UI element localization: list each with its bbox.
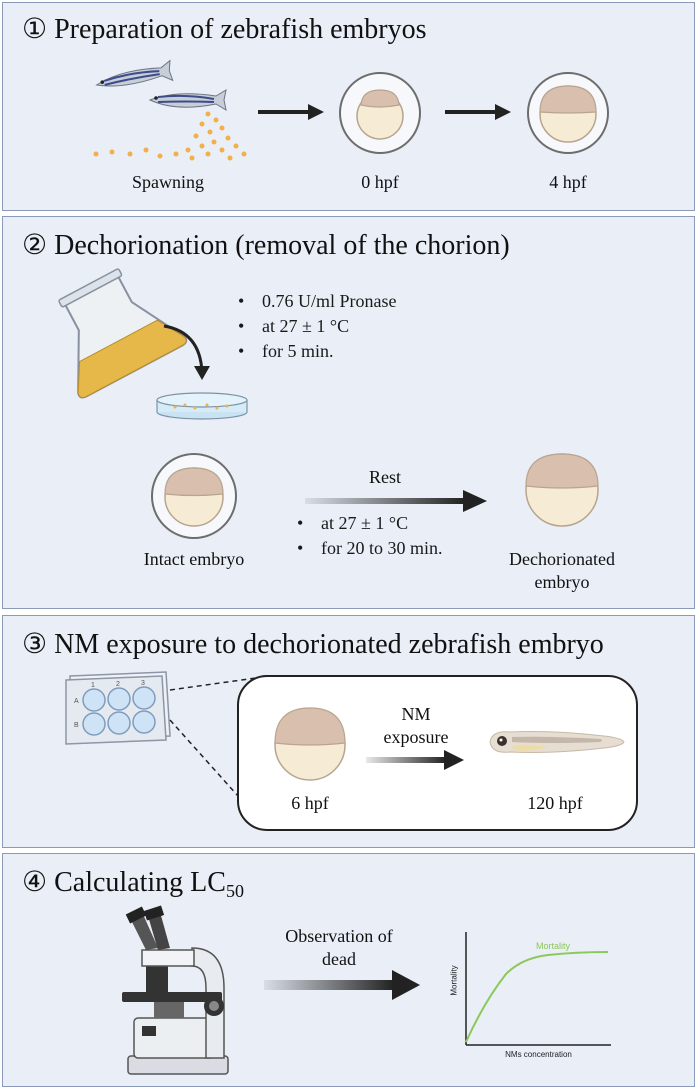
dechorionated-embryo-icon bbox=[525, 453, 599, 527]
panel-1-title: ① Preparation of zebrafish embryos bbox=[22, 14, 427, 45]
plate-col-3: 3 bbox=[141, 680, 145, 687]
condition-item: 0.76 U/ml Pronase bbox=[238, 289, 397, 314]
plate-col-2: 2 bbox=[116, 681, 120, 688]
dechorionated-label-line1: Dechorionated bbox=[509, 549, 615, 569]
panel-2-title: ② Dechorionation (removal of the chorion… bbox=[22, 230, 510, 261]
observation-arrow-icon bbox=[264, 970, 420, 1000]
graph-x-axis-label: NMs concentration bbox=[505, 1050, 572, 1059]
plate-row-a: A bbox=[74, 698, 79, 705]
spawned-eggs bbox=[93, 111, 247, 161]
120hpf-label: 120 hpf bbox=[527, 793, 583, 813]
plate-col-1: 1 bbox=[91, 682, 95, 689]
observation-label-line2: dead bbox=[322, 949, 356, 969]
condition-item: at 27 ± 1 °C bbox=[297, 511, 443, 536]
dechorionated-label-line2: embryo bbox=[534, 572, 590, 592]
embryo-6hpf-icon bbox=[274, 707, 346, 781]
embryo-0hpf-icon bbox=[339, 72, 421, 154]
graph-axes bbox=[465, 932, 611, 1046]
intact-embryo-icon bbox=[151, 453, 237, 539]
rest-arrow-icon bbox=[305, 490, 487, 512]
embryo-4hpf-icon bbox=[527, 72, 609, 154]
intact-embryo-label: Intact embryo bbox=[143, 549, 245, 569]
0hpf-label: 0 hpf bbox=[361, 172, 399, 192]
panel-4-title-text: ④ Calculating LC bbox=[22, 867, 226, 898]
nm-exposure-label-line1: NM bbox=[401, 704, 431, 724]
pour-arrow-icon bbox=[163, 324, 210, 380]
4hpf-label: 4 hpf bbox=[549, 172, 587, 192]
plate-row-b: B bbox=[74, 722, 79, 729]
arrow-icon bbox=[258, 104, 324, 120]
larva-120hpf-icon bbox=[489, 731, 625, 753]
mortality-curve bbox=[465, 951, 609, 1043]
rest-conditions: at 27 ± 1 °C for 20 to 30 min. bbox=[297, 511, 443, 561]
condition-item: for 5 min. bbox=[238, 339, 397, 364]
well-plate-icon: 1 2 3 A B bbox=[65, 671, 171, 745]
condition-item: at 27 ± 1 °C bbox=[238, 314, 397, 339]
observation-label-line1: Observation of bbox=[285, 926, 393, 946]
panel-4-title-subscript: 50 bbox=[225, 881, 244, 901]
mortality-curve-label: Mortality bbox=[536, 941, 571, 951]
panel-4-title: ④ Calculating LC50 bbox=[22, 865, 244, 902]
spawning-label: Spawning bbox=[132, 172, 204, 192]
pronase-conditions: 0.76 U/ml Pronase at 27 ± 1 °C for 5 min… bbox=[238, 289, 397, 364]
mortality-graph: Mortality Mortality NMs concentration bbox=[446, 930, 616, 1070]
rest-label: Rest bbox=[368, 467, 401, 487]
panel-lc50 bbox=[2, 853, 695, 1087]
arrow-icon bbox=[445, 104, 511, 120]
nm-exposure-label-line2: exposure bbox=[383, 727, 449, 747]
6hpf-label: 6 hpf bbox=[291, 793, 329, 813]
panel-3-title: ③ NM exposure to dechorionated zebrafish… bbox=[22, 629, 604, 660]
petri-dish-icon bbox=[156, 392, 248, 420]
microscope-icon bbox=[122, 905, 229, 1075]
condition-item: for 20 to 30 min. bbox=[297, 536, 443, 561]
flask-icon bbox=[58, 268, 188, 399]
zebrafish-icon bbox=[95, 59, 227, 112]
graph-y-axis-label: Mortality bbox=[449, 965, 459, 996]
exposure-arrow-icon bbox=[366, 750, 464, 770]
